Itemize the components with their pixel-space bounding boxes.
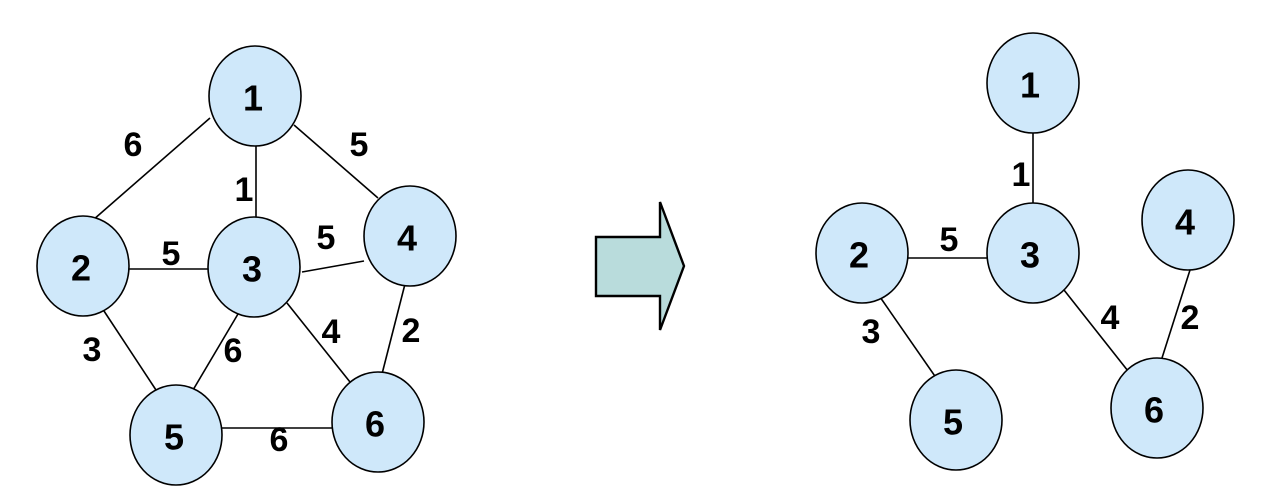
weight-2-3: 5 bbox=[162, 235, 181, 273]
tree-node-6-label: 6 bbox=[1144, 390, 1164, 431]
weight-2-5: 3 bbox=[83, 331, 102, 369]
tree-weight-2-3: 5 bbox=[940, 221, 959, 259]
tree-node-5-label: 5 bbox=[943, 402, 963, 443]
tree-weight-3-6: 4 bbox=[1101, 299, 1120, 337]
tree-node-3: 3 bbox=[986, 202, 1080, 304]
node-3: 3 bbox=[207, 216, 301, 318]
weight-1-2: 6 bbox=[124, 126, 143, 164]
edge-4-6 bbox=[381, 283, 406, 375]
tree-node-2: 2 bbox=[815, 202, 909, 304]
tree-edge-4-6 bbox=[1161, 269, 1191, 359]
tree-node-6: 6 bbox=[1110, 357, 1204, 459]
tree-node-1-label: 1 bbox=[1020, 65, 1040, 106]
original-graph: 6 1 5 5 5 3 6 4 2 6 1 2 bbox=[36, 45, 457, 486]
tree-weight-1-3: 1 bbox=[1012, 156, 1031, 194]
edge-2-5 bbox=[101, 307, 157, 391]
right-arrow-icon bbox=[594, 201, 686, 331]
edge-3-6 bbox=[286, 302, 351, 383]
tree-edge-3-6 bbox=[1063, 289, 1129, 372]
node-4-label: 4 bbox=[397, 218, 417, 259]
tree-node-5: 5 bbox=[909, 369, 1003, 471]
tree-node-1: 1 bbox=[986, 32, 1080, 134]
weight-3-4: 5 bbox=[317, 219, 336, 257]
tree-node-2-label: 2 bbox=[849, 235, 869, 276]
edge-3-5 bbox=[192, 313, 239, 391]
node-5-label: 5 bbox=[164, 417, 184, 458]
tree-node-4: 4 bbox=[1141, 169, 1235, 271]
edge-1-4 bbox=[293, 124, 379, 199]
original-graph-edge-weights: 6 1 5 5 5 3 6 4 2 6 bbox=[83, 126, 421, 459]
weight-3-5: 6 bbox=[224, 332, 243, 370]
weight-1-3: 1 bbox=[235, 171, 254, 209]
tree-node-3-label: 3 bbox=[1020, 235, 1040, 276]
spanning-tree: 1 5 3 4 2 1 2 3 bbox=[815, 32, 1235, 471]
weight-1-4: 5 bbox=[350, 126, 369, 164]
original-graph-edges bbox=[92, 117, 406, 429]
node-5: 5 bbox=[129, 384, 223, 486]
node-6: 6 bbox=[331, 371, 425, 473]
tree-edge-2-5 bbox=[879, 296, 940, 383]
spanning-tree-edges bbox=[879, 133, 1191, 383]
edge-3-4 bbox=[301, 260, 365, 273]
node-1-label: 1 bbox=[243, 78, 263, 119]
node-3-label: 3 bbox=[242, 249, 262, 290]
tree-weight-2-5: 3 bbox=[862, 313, 881, 351]
edge-1-2 bbox=[92, 117, 211, 221]
node-2-label: 2 bbox=[71, 248, 91, 289]
tree-weight-4-6: 2 bbox=[1181, 299, 1200, 337]
spanning-tree-nodes: 1 2 3 4 5 bbox=[815, 32, 1235, 471]
node-2: 2 bbox=[36, 215, 130, 317]
node-4: 4 bbox=[363, 185, 457, 287]
node-6-label: 6 bbox=[365, 404, 385, 445]
weight-4-6: 2 bbox=[402, 312, 421, 350]
tree-node-4-label: 4 bbox=[1175, 202, 1195, 243]
weight-3-6: 4 bbox=[322, 313, 341, 351]
spanning-tree-edge-weights: 1 5 3 4 2 bbox=[862, 156, 1200, 351]
node-1: 1 bbox=[208, 45, 302, 147]
weight-5-6: 6 bbox=[270, 421, 289, 459]
original-graph-nodes: 1 2 3 4 5 bbox=[36, 45, 457, 486]
